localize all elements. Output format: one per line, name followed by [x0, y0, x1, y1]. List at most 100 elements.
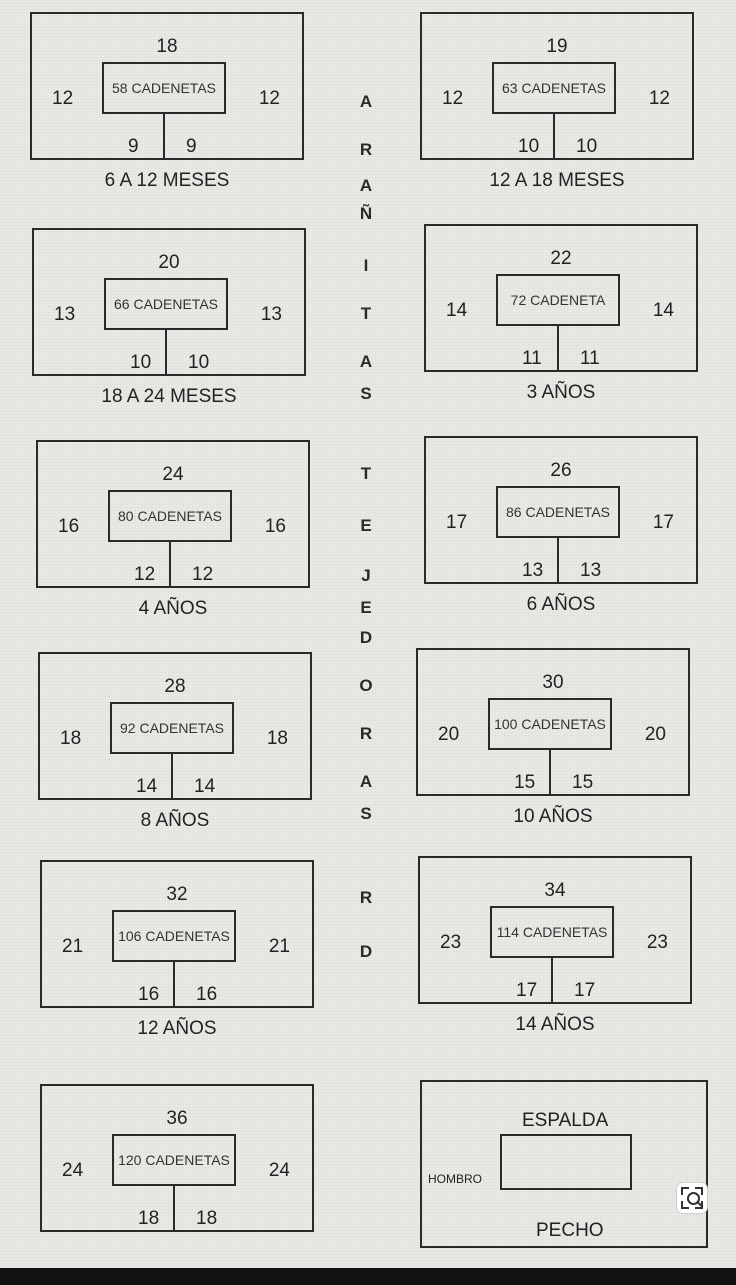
- left-measure: 12: [442, 88, 464, 109]
- size-caption: 8 AÑOS: [140, 810, 210, 831]
- chain-count-label: 114 CADENETAS: [496, 923, 608, 940]
- bottom-right-measure: 14: [194, 776, 216, 797]
- vertical-letter: J: [361, 566, 371, 585]
- vertical-letter: E: [360, 516, 372, 535]
- chain-count-label: 72 CADENETA: [510, 291, 606, 308]
- chain-count-box: 100 CADENETAS: [488, 698, 612, 750]
- divider-line: [553, 112, 555, 158]
- left-measure: 18: [60, 728, 82, 749]
- chain-count-label: 92 CADENETAS: [120, 719, 224, 736]
- bottom-right-measure: 9: [186, 136, 197, 157]
- bottom-right-measure: 12: [192, 564, 214, 585]
- vertical-letter: D: [359, 942, 373, 961]
- screen-bezel: [0, 1268, 736, 1285]
- divider-line: [171, 752, 173, 798]
- divider-line: [173, 1184, 175, 1230]
- bottom-left-measure: 13: [522, 560, 544, 581]
- chain-count-box: 86 CADENETAS: [496, 486, 620, 538]
- top-measure: 30: [542, 672, 564, 693]
- size-caption: 4 AÑOS: [138, 598, 208, 619]
- vertical-letter: R: [359, 724, 373, 743]
- bottom-right-measure: 16: [196, 984, 218, 1005]
- vertical-letter: A: [359, 352, 373, 371]
- left-measure: 16: [58, 516, 80, 537]
- outer-box: [416, 648, 690, 796]
- outer-box: [424, 436, 698, 584]
- top-measure: 26: [550, 460, 572, 481]
- size-panel-3-anos: 22 14 14 72 CADENETA 11 11 3 AÑOS: [424, 224, 698, 403]
- bottom-right-measure: 10: [576, 136, 598, 157]
- left-measure: 14: [446, 300, 468, 321]
- vertical-letter: A: [359, 92, 373, 111]
- chain-count-label: 66 CADENETAS: [114, 295, 218, 312]
- divider-line: [551, 956, 553, 1002]
- size-caption: 6 A 12 MESES: [104, 170, 230, 191]
- top-measure: 34: [544, 880, 566, 901]
- divider-line: [549, 748, 551, 794]
- vertical-letter: O: [359, 676, 373, 695]
- search-icon[interactable]: [676, 1182, 708, 1214]
- chain-count-label: 58 CADENETAS: [112, 79, 216, 96]
- left-measure: 21: [62, 936, 84, 957]
- size-panel-14-anos: 34 23 23 114 CADENETAS 17 17 14 AÑOS: [418, 856, 692, 1035]
- right-measure: 16: [264, 516, 286, 537]
- bottom-left-measure: 12: [134, 564, 156, 585]
- chain-count-box: 120 CADENETAS: [112, 1134, 236, 1186]
- vertical-letter: S: [360, 804, 372, 823]
- right-measure: 12: [258, 88, 280, 109]
- outer-box: [36, 440, 310, 588]
- chain-count-label: 86 CADENETAS: [506, 503, 610, 520]
- corner-mark: [681, 1201, 689, 1209]
- left-measure: 20: [438, 724, 460, 745]
- left-measure: 17: [446, 512, 468, 533]
- outer-box: [420, 1080, 708, 1248]
- right-measure: 14: [652, 300, 674, 321]
- size-caption: 12 AÑOS: [137, 1018, 217, 1039]
- outer-box: [418, 856, 692, 1004]
- outer-box: [420, 12, 694, 160]
- vertical-letter: T: [360, 304, 372, 323]
- vertical-letter: R: [359, 888, 373, 907]
- bottom-right-measure: 15: [572, 772, 594, 793]
- vertical-letter: A: [359, 772, 373, 791]
- chain-count-label: 120 CADENETAS: [118, 1151, 230, 1168]
- outer-box: [40, 1084, 314, 1232]
- right-measure: 20: [644, 724, 666, 745]
- vertical-letter: A: [359, 176, 373, 195]
- size-caption: 14 AÑOS: [515, 1014, 595, 1035]
- vertical-letter: D: [359, 628, 373, 647]
- size-panel-12-18-meses: 19 12 12 63 CADENETAS 10 10 12 A 18 MESE…: [420, 12, 694, 191]
- top-measure: 24: [162, 464, 184, 485]
- right-measure: 12: [648, 88, 670, 109]
- bottom-left-measure: 17: [516, 980, 538, 1001]
- bottom-left-measure: 16: [138, 984, 160, 1005]
- vertical-letter: T: [360, 464, 372, 483]
- bottom-left-measure: 10: [518, 136, 540, 157]
- chain-count-box: 63 CADENETAS: [492, 62, 616, 114]
- right-measure: 21: [268, 936, 290, 957]
- bottom-right-measure: 10: [188, 352, 210, 373]
- size-caption: 3 AÑOS: [526, 382, 596, 403]
- bottom-left-measure: 15: [514, 772, 536, 793]
- legend-top-label: ESPALDA: [522, 1110, 609, 1131]
- chain-count-box: 106 CADENETAS: [112, 910, 236, 962]
- size-panel-6-12-meses: 18 12 12 58 CADENETAS 9 9 6 A 12 MESES: [30, 12, 304, 191]
- outer-box: [30, 12, 304, 160]
- divider-line: [165, 328, 167, 374]
- size-panel-18-24-meses: 20 13 13 66 CADENETAS 10 10 18 A 24 MESE…: [32, 228, 306, 407]
- top-measure: 18: [156, 36, 178, 57]
- size-panel-6-anos: 26 17 17 86 CADENETAS 13 13 6 AÑOS: [424, 436, 698, 615]
- bottom-left-measure: 18: [138, 1208, 160, 1229]
- chain-count-box: 72 CADENETA: [496, 274, 620, 326]
- chain-count-box: 114 CADENETAS: [490, 906, 614, 958]
- left-measure: 24: [62, 1160, 84, 1181]
- size-panel-8-anos: 28 18 18 92 CADENETAS 14 14 8 AÑOS: [38, 652, 312, 831]
- right-measure: 13: [260, 304, 282, 325]
- outer-box: [32, 228, 306, 376]
- chain-count-box: 66 CADENETAS: [104, 278, 228, 330]
- top-measure: 36: [166, 1108, 188, 1129]
- divider-line: [557, 536, 559, 582]
- bottom-right-measure: 11: [580, 348, 600, 369]
- size-caption: 6 AÑOS: [526, 594, 596, 615]
- size-panel-4-anos: 24 16 16 80 CADENETAS 12 12 4 AÑOS: [36, 440, 310, 619]
